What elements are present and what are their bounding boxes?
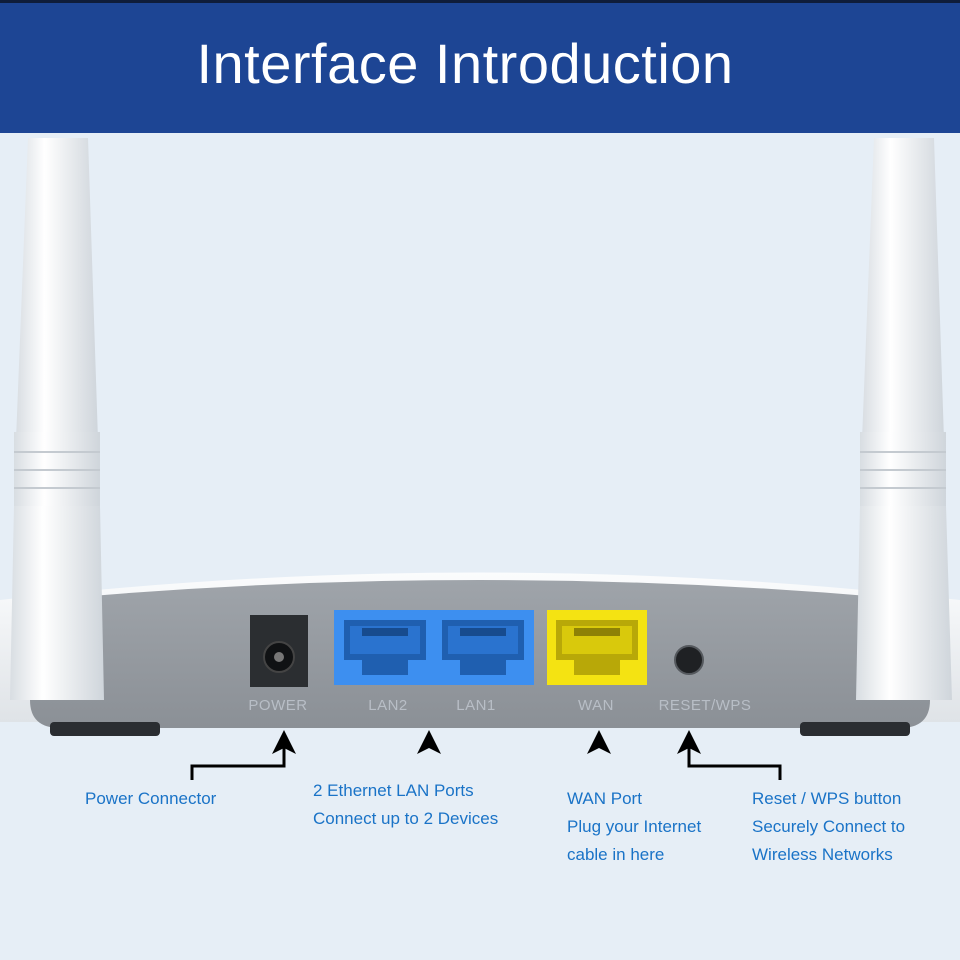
caption-reset: Reset / WPS button Securely Connect to W… (752, 785, 905, 869)
caption-lan: 2 Ethernet LAN Ports Connect up to 2 Dev… (313, 777, 498, 833)
caption-power-line1: Power Connector (85, 785, 216, 813)
caption-lan-line2: Connect up to 2 Devices (313, 805, 498, 833)
arrow-up-icon (587, 730, 611, 754)
port-label-wan: WAN (578, 697, 614, 714)
antenna-right-icon (856, 138, 952, 700)
arrow-up-icon (417, 730, 441, 754)
reset-button-icon (675, 646, 703, 674)
caption-power: Power Connector (85, 785, 216, 813)
power-jack-icon (250, 615, 308, 687)
caption-reset-line2: Securely Connect to (752, 813, 905, 841)
caption-reset-line3: Wireless Networks (752, 841, 905, 869)
caption-lan-line1: 2 Ethernet LAN Ports (313, 777, 498, 805)
reset-callout-connector (689, 748, 780, 780)
caption-wan-line1: WAN Port (567, 785, 701, 813)
caption-wan: WAN Port Plug your Internet cable in her… (567, 785, 701, 869)
caption-wan-line2: Plug your Internet (567, 813, 701, 841)
antenna-left-icon (10, 138, 104, 700)
port-label-reset: RESET/WPS (659, 697, 752, 714)
port-label-lan1: LAN1 (456, 697, 496, 714)
port-label-lan2: LAN2 (368, 697, 408, 714)
lan-ports (334, 610, 534, 685)
port-label-power: POWER (248, 697, 307, 714)
caption-reset-line1: Reset / WPS button (752, 785, 905, 813)
power-callout-connector (192, 748, 284, 780)
wan-port (547, 610, 647, 685)
caption-wan-line3: cable in here (567, 841, 701, 869)
